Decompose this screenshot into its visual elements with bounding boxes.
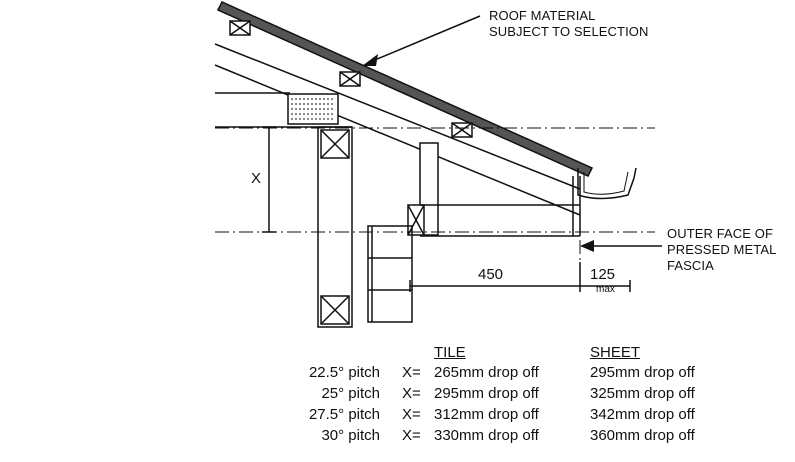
fascia-label-1: OUTER FACE OF bbox=[667, 226, 774, 241]
rafter-top-line bbox=[214, 43, 581, 190]
x-eq-cell: X= bbox=[402, 364, 421, 381]
fascia-label-3: FASCIA bbox=[667, 258, 714, 273]
dim-x-label: X bbox=[251, 170, 262, 187]
roof-battens bbox=[229, 20, 473, 138]
pitch-cell: 27.5° pitch bbox=[308, 406, 380, 423]
dim-450-label: 450 bbox=[478, 266, 504, 283]
x-eq-cell: X= bbox=[402, 385, 421, 402]
brick-veneer bbox=[367, 225, 413, 323]
sheet-cell: 325mm drop off bbox=[590, 385, 695, 402]
pitch-cell: 22.5° pitch bbox=[308, 364, 380, 381]
col-sheet-header: SHEET bbox=[590, 344, 641, 361]
pitch-cell: 25° pitch bbox=[321, 385, 380, 402]
pitch-cell: 30° pitch bbox=[321, 427, 380, 444]
tile-cell: 295mm drop off bbox=[434, 385, 539, 402]
fascia-label-2: PRESSED METAL bbox=[667, 242, 777, 257]
table-row: 30° pitch X= 330mm drop off 360mm drop o… bbox=[0, 427, 795, 448]
col-tile-header: TILE bbox=[434, 344, 466, 361]
table-row: 27.5° pitch X= 312mm drop off 342mm drop… bbox=[0, 406, 795, 427]
x-eq-cell: X= bbox=[402, 406, 421, 423]
wall-stud bbox=[317, 126, 353, 328]
roof-material-label-2: SUBJECT TO SELECTION bbox=[489, 24, 649, 39]
drop-off-table: TILE SHEET 22.5° pitch X= 265mm drop off… bbox=[0, 338, 795, 462]
table-row: 25° pitch X= 295mm drop off 325mm drop o… bbox=[0, 385, 795, 406]
rafter-bottom-line bbox=[214, 64, 581, 216]
x-eq-cell: X= bbox=[402, 427, 421, 444]
roof-material-leader bbox=[369, 15, 481, 63]
tile-cell: 265mm drop off bbox=[434, 364, 539, 381]
sheet-cell: 295mm drop off bbox=[590, 364, 695, 381]
eave-detail-drawing: ROOF MATERIAL SUBJECT TO SELECTION OUTER… bbox=[214, 1, 777, 328]
tile-cell: 312mm drop off bbox=[434, 406, 539, 423]
roof-material-label-1: ROOF MATERIAL bbox=[489, 8, 596, 23]
sheet-cell: 360mm drop off bbox=[590, 427, 695, 444]
roof-sheet bbox=[216, 1, 594, 177]
sheet-cell: 342mm drop off bbox=[590, 406, 695, 423]
dim-125-label: 125 bbox=[590, 266, 616, 283]
dim-max-label: max bbox=[596, 284, 615, 295]
table-row: 22.5° pitch X= 265mm drop off 295mm drop… bbox=[0, 364, 795, 385]
gutter bbox=[577, 167, 637, 200]
tile-cell: 330mm drop off bbox=[434, 427, 539, 444]
eave-section-svg bbox=[214, 1, 662, 328]
